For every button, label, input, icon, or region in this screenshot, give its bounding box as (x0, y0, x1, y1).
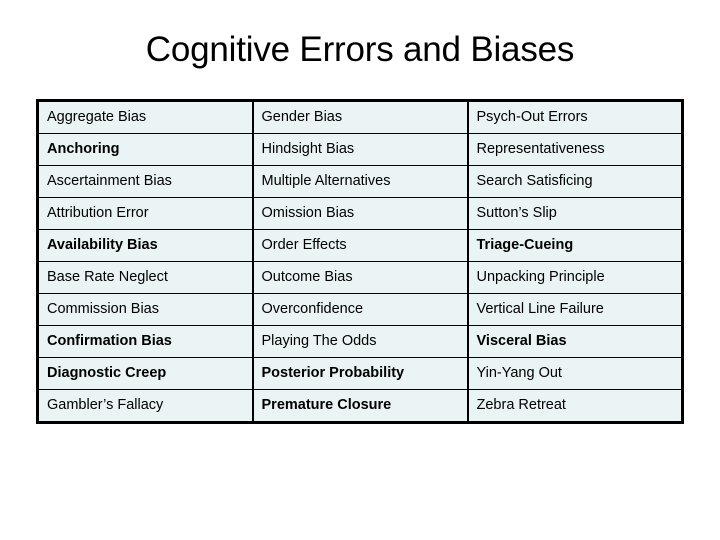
table-cell: Vertical Line Failure (467, 293, 683, 326)
table-cell: Representativeness (467, 133, 683, 166)
table-cell: Confirmation Bias (37, 325, 254, 358)
table-cell: Availability Bias (37, 229, 254, 262)
table-cell: Commission Bias (37, 293, 254, 326)
table-cell: Overconfidence (252, 293, 469, 326)
table-cell: Search Satisficing (467, 165, 683, 198)
table-cell: Triage-Cueing (467, 229, 683, 262)
table-cell: Outcome Bias (252, 261, 469, 294)
table-cell: Ascertainment Bias (37, 165, 254, 198)
table-cell: Base Rate Neglect (37, 261, 254, 294)
table-cell: Unpacking Principle (467, 261, 683, 294)
table-cell: Omission Bias (252, 197, 469, 230)
table-cell: Premature Closure (252, 389, 469, 423)
table-cell: Diagnostic Creep (37, 357, 254, 390)
table-cell: Hindsight Bias (252, 133, 469, 166)
table-cell: Anchoring (37, 133, 254, 166)
table-cell: Gender Bias (252, 100, 469, 134)
table-cell: Sutton’s Slip (467, 197, 683, 230)
table-cell: Order Effects (252, 229, 469, 262)
table-cell: Multiple Alternatives (252, 165, 469, 198)
table-cell: Posterior Probability (252, 357, 469, 390)
table-cell: Gambler’s Fallacy (37, 389, 254, 423)
table-cell: Yin-Yang Out (467, 357, 683, 390)
table-cell: Attribution Error (37, 197, 254, 230)
page-title: Cognitive Errors and Biases (145, 30, 575, 69)
table-cell: Aggregate Bias (37, 100, 254, 134)
table-cell: Psych-Out Errors (467, 100, 683, 134)
table-cell: Playing The Odds (252, 325, 469, 358)
table-cell: Zebra Retreat (467, 389, 683, 423)
table-cell: Visceral Bias (467, 325, 683, 358)
